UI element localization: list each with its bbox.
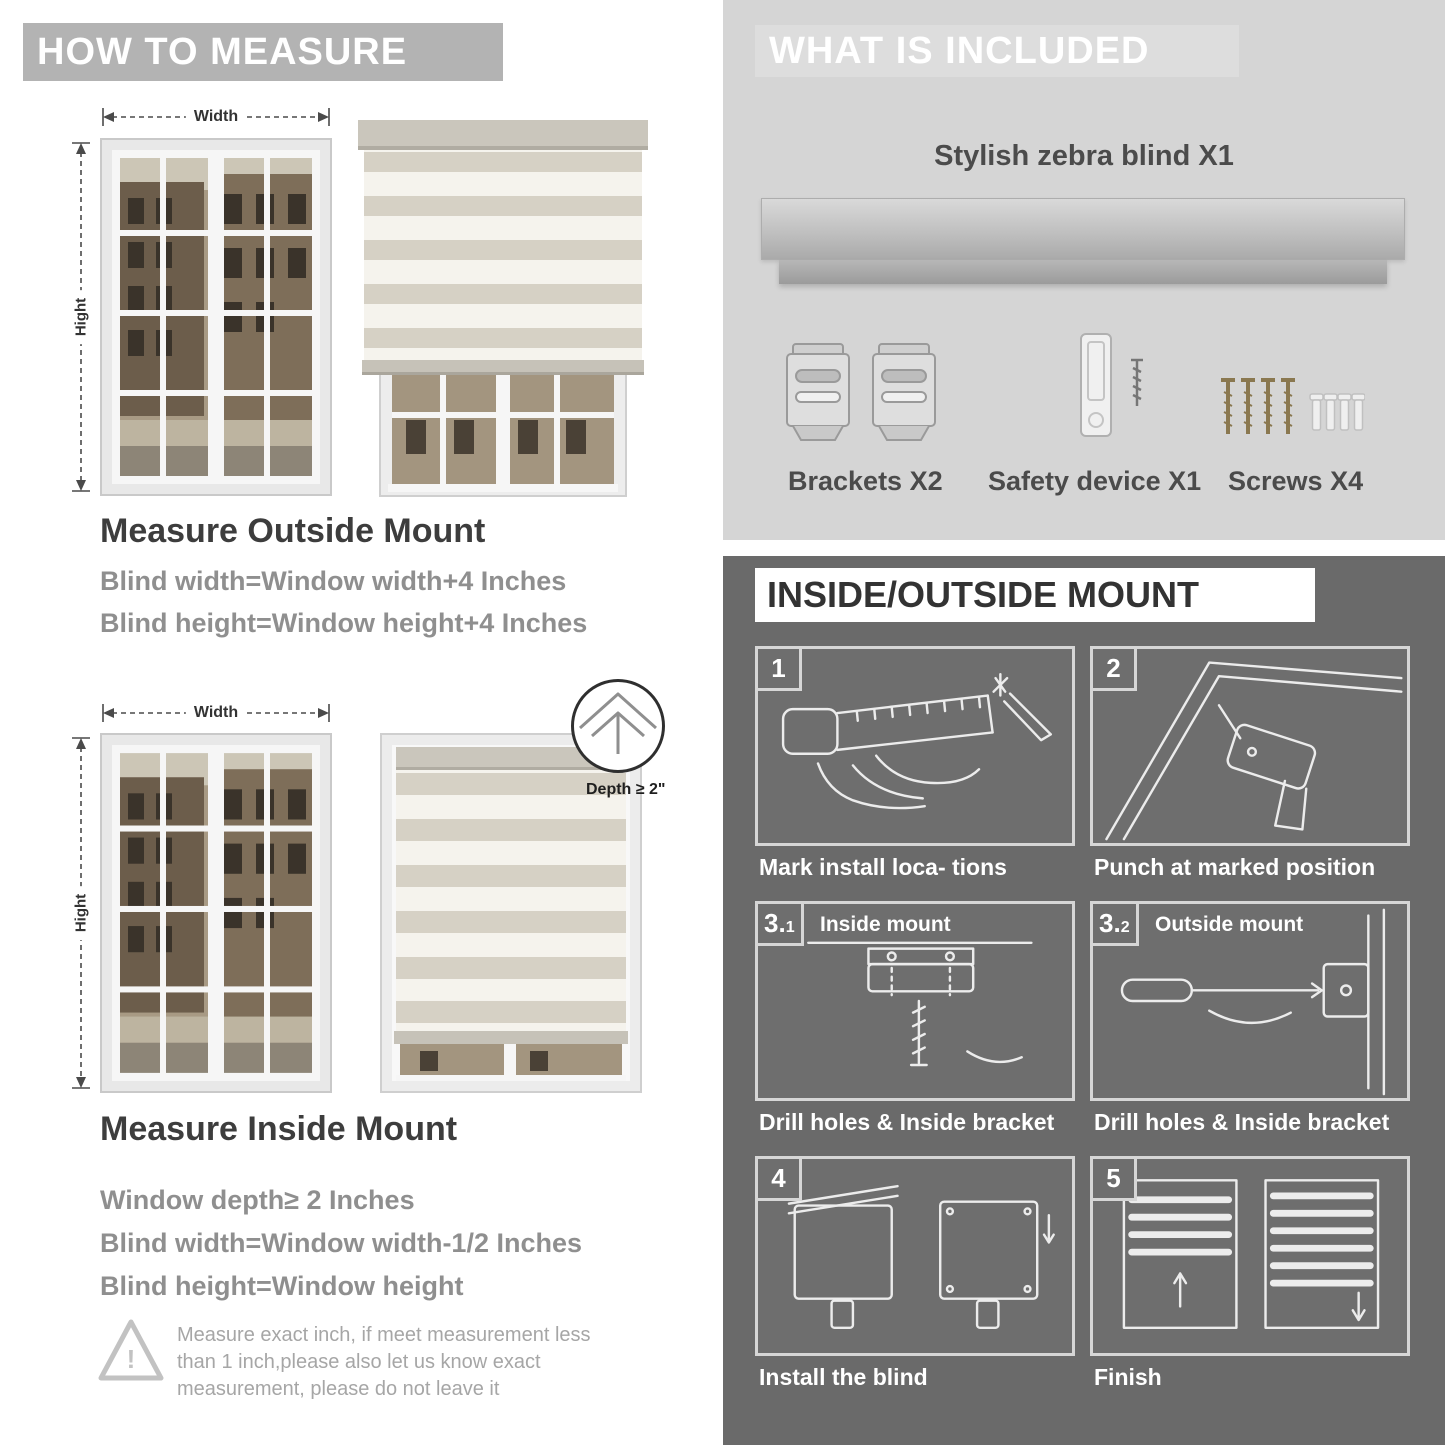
step-caption-5: Finish xyxy=(1094,1364,1162,1390)
warning-icon: ! xyxy=(95,1312,167,1392)
step-panel-3-2: 3.2 Outside mount xyxy=(1090,901,1410,1101)
mount-instructions-section: INSIDE/OUTSIDE MOUNT 1 xyxy=(723,556,1445,1445)
mark-locations-illustration xyxy=(781,673,1053,810)
what-is-included-title: WHAT IS INCLUDED xyxy=(769,30,1150,72)
finished-blinds-illustration xyxy=(1122,1179,1380,1329)
outside-bracket-illustration xyxy=(1120,908,1386,1096)
step-panel-5: 5 xyxy=(1090,1156,1410,1356)
step-number: 1 xyxy=(758,649,802,691)
what-is-included-section: WHAT IS INCLUDED Stylish zebra blind X1 xyxy=(723,0,1445,540)
height-label: Hight xyxy=(72,885,90,941)
blind-headrail-illustration xyxy=(761,198,1405,260)
brackets-label: Brackets X2 xyxy=(788,466,943,496)
step-panel-4: 4 xyxy=(755,1156,1075,1356)
width-arrow-inside: Width xyxy=(100,702,332,724)
window-corner-detail xyxy=(578,692,658,754)
step-caption-1: Mark install loca- tions xyxy=(759,854,1007,880)
step-panel-3-1: 3.1 Inside mount xyxy=(755,901,1075,1101)
step-number: 2 xyxy=(1093,649,1137,691)
zebra-blind-outside-illustration xyxy=(358,120,648,497)
brackets-illustration xyxy=(786,343,936,441)
blind-fabric-roll-illustration xyxy=(779,260,1387,284)
outside-height-formula: Blind height=Window height+4 Inches xyxy=(100,608,588,638)
drill-illustration xyxy=(1105,661,1403,841)
safety-device-illustration xyxy=(1080,333,1143,437)
height-arrow-inside: Hight xyxy=(70,735,92,1091)
step-number: 3.2 xyxy=(1093,904,1139,946)
step-caption-2: Punch at marked position xyxy=(1094,854,1376,880)
step-number: 3.1 xyxy=(758,904,804,946)
step-panel-2: 2 xyxy=(1090,646,1410,846)
zebra-blind-inside-illustration xyxy=(380,733,642,1093)
outside-mount-label: Outside mount xyxy=(1155,913,1304,936)
safety-device-label: Safety device X1 xyxy=(988,466,1202,496)
window-photo-inside xyxy=(100,733,332,1093)
measurement-note: Measure exact inch, if meet measurement … xyxy=(177,1324,591,1400)
inside-mount-label: Inside mount xyxy=(820,913,951,936)
step-number: 4 xyxy=(758,1159,802,1201)
screws-label: Screws X4 xyxy=(1228,466,1364,496)
inside-bracket-illustration xyxy=(807,941,1033,1067)
screws-illustration xyxy=(1221,378,1365,434)
outside-mount-title: Measure Outside Mount xyxy=(100,512,486,550)
height-label: Hight xyxy=(72,289,90,345)
width-label: Width xyxy=(185,702,247,724)
step-caption-3-2: Drill holes & Inside bracket xyxy=(1094,1109,1390,1135)
step-caption-4: Install the blind xyxy=(759,1364,928,1390)
inside-height-formula: Blind height=Window height xyxy=(100,1271,464,1301)
warning-triangle-icon xyxy=(98,1319,164,1381)
inside-width-formula: Blind width=Window width-1/2 Inches xyxy=(100,1228,583,1258)
mount-header: INSIDE/OUTSIDE MOUNT xyxy=(755,568,1315,622)
step-number: 5 xyxy=(1093,1159,1137,1201)
depth-detail-circle xyxy=(571,679,665,773)
what-is-included-header: WHAT IS INCLUDED xyxy=(755,25,1239,77)
width-label: Width xyxy=(185,106,247,128)
mount-title: INSIDE/OUTSIDE MOUNT xyxy=(767,574,1200,615)
window-photo-outside xyxy=(100,138,332,496)
how-to-measure-title: HOW TO MEASURE xyxy=(37,31,408,73)
zebra-blind-item-label: Stylish zebra blind X1 xyxy=(934,140,1234,172)
install-blind-illustration xyxy=(787,1184,1055,1329)
inside-depth-formula: Window depth≥ 2 Inches xyxy=(100,1185,415,1215)
inside-mount-title: Measure Inside Mount xyxy=(100,1110,458,1148)
height-arrow-outside: Hight xyxy=(70,140,92,494)
step-caption-3-1: Drill holes & Inside bracket xyxy=(759,1109,1055,1135)
width-arrow-outside: Width xyxy=(100,106,332,128)
step-panel-1: 1 xyxy=(755,646,1075,846)
outside-width-formula: Blind width=Window width+4 Inches xyxy=(100,566,567,596)
depth-label: Depth ≥ 2" xyxy=(586,781,666,798)
exclamation-mark: ! xyxy=(126,1344,136,1374)
how-to-measure-header: HOW TO MEASURE xyxy=(23,23,503,81)
